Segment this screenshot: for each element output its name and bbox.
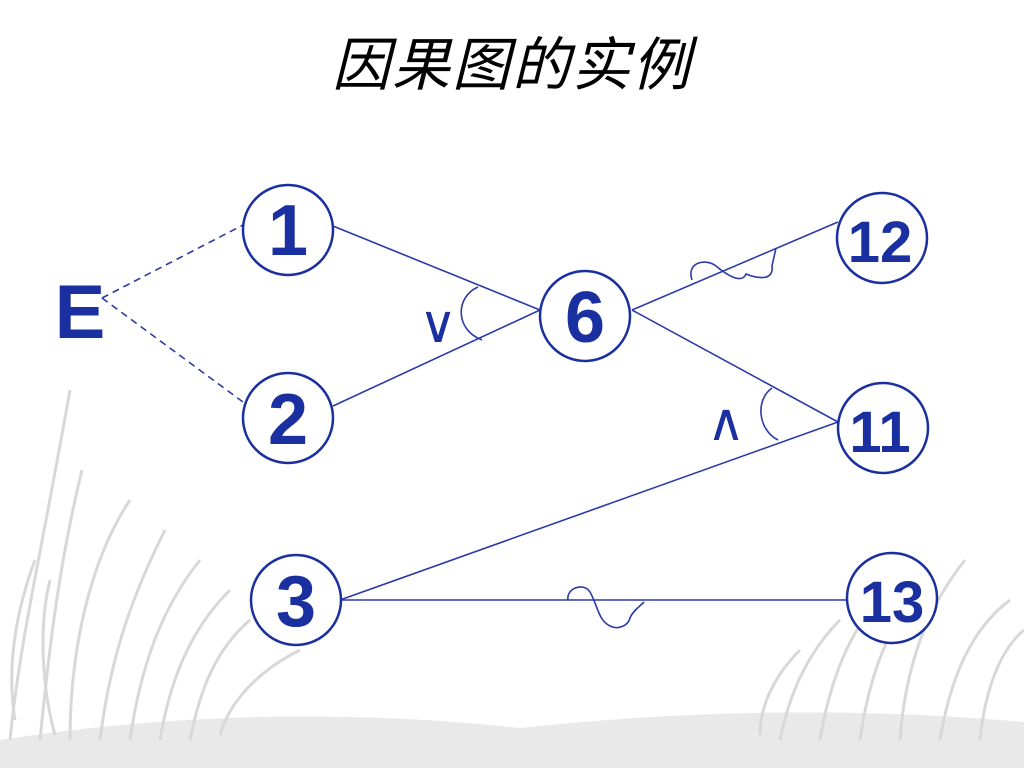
node-11-circle (836, 381, 930, 475)
node-2-circle (241, 371, 335, 465)
and-arc (760, 387, 779, 441)
effect-label-e: E (55, 270, 106, 355)
node-1-circle (241, 183, 335, 277)
node-2-label: 2 (268, 380, 308, 460)
dashed-edge-e-1 (101, 224, 244, 299)
node-12-circle (835, 191, 929, 285)
background-grass (0, 389, 1024, 768)
or-arc (460, 286, 483, 341)
edge-1-6 (332, 225, 541, 311)
page-title: 因果图的实例 (331, 31, 692, 99)
constraint-mark-6-12 (690, 247, 777, 281)
node-13-label: 13 (860, 570, 925, 635)
node-6-label: 6 (565, 278, 605, 358)
node-13-circle (845, 551, 939, 645)
node-12-label: 12 (848, 210, 913, 275)
or-symbol: ∨ (419, 296, 457, 354)
edge-3-11 (339, 421, 839, 601)
node-11-label: 11 (849, 400, 910, 465)
constraint-mark-3-13 (567, 586, 645, 629)
node-3-label: 3 (276, 562, 316, 642)
and-symbol: ∧ (707, 394, 745, 452)
node-1-label: 1 (268, 191, 308, 271)
edge-2-6 (332, 309, 541, 407)
node-6-circle (538, 269, 632, 363)
node-3-circle (249, 553, 343, 647)
edge-6-12 (631, 221, 839, 311)
node-circles (241, 183, 939, 647)
edge-6-11 (631, 309, 839, 423)
dashed-edge-e-2 (101, 297, 244, 403)
node-labels: 1 2 3 6 11 12 13 (268, 191, 924, 642)
connectors (101, 221, 848, 629)
